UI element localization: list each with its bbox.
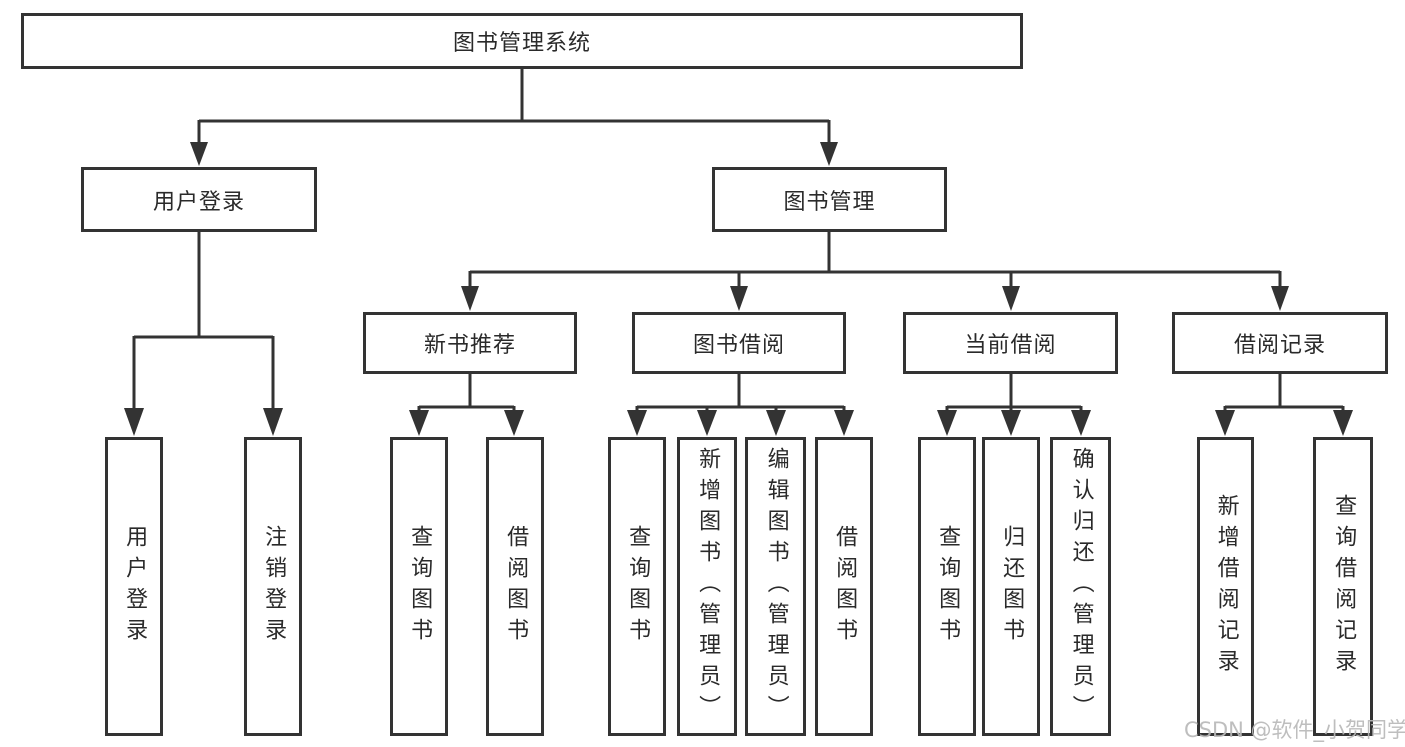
arrowhead: [730, 286, 748, 311]
arrowhead: [124, 408, 144, 436]
node-label: 借阅记录: [1233, 333, 1326, 358]
arrowhead: [1215, 410, 1235, 436]
node-label: 图书管理系统: [452, 31, 591, 56]
arrowhead: [190, 142, 208, 166]
node-label: 查询图书: [625, 524, 651, 649]
node-label: 用户登录: [152, 189, 245, 215]
node-new-book-recommendation: 新书推荐: [363, 312, 577, 374]
node-label: 查询图书: [935, 524, 961, 649]
node-label: 新增借阅记录: [1213, 493, 1239, 680]
arrowhead: [409, 410, 429, 436]
arrowhead: [1071, 410, 1091, 436]
node-label: 借阅图书: [832, 524, 858, 649]
node-library-management-system: 图书管理系统: [21, 13, 1023, 69]
arrowhead: [766, 410, 786, 436]
arrowhead: [937, 410, 957, 436]
arrowhead: [1333, 410, 1353, 436]
arrowhead: [1001, 410, 1021, 436]
node-label: 借阅图书: [503, 524, 529, 649]
arrowhead: [834, 410, 854, 436]
node-label: 确认归还（管理员）: [1068, 447, 1094, 726]
node-query-borrow-record: 查询借阅记录: [1313, 437, 1373, 736]
node-book-borrowing: 图书借阅: [632, 312, 846, 374]
node-borrow-books-1: 借阅图书: [486, 437, 544, 736]
arrowhead: [263, 408, 283, 436]
node-label: 查询图书: [407, 524, 433, 649]
node-user-login-leaf: 用户登录: [105, 437, 163, 736]
arrowhead: [697, 410, 717, 436]
node-label: 图书管理: [783, 189, 876, 215]
arrowhead: [504, 410, 524, 436]
node-borrowing-records: 借阅记录: [1172, 312, 1388, 374]
node-query-books-3: 查询图书: [918, 437, 976, 736]
node-add-borrow-record: 新增借阅记录: [1197, 437, 1254, 736]
node-query-books-2: 查询图书: [608, 437, 666, 736]
node-label: 编辑图书（管理员）: [763, 447, 789, 726]
node-label: 当前借阅: [964, 333, 1057, 358]
node-borrow-books-2: 借阅图书: [815, 437, 873, 736]
node-return-books: 归还图书: [982, 437, 1040, 736]
node-label: 查询借阅记录: [1331, 493, 1357, 680]
arrowhead: [1271, 286, 1289, 311]
node-confirm-return-admin: 确认归还（管理员）: [1050, 437, 1111, 736]
arrowhead: [627, 410, 647, 436]
node-edit-book-admin: 编辑图书（管理员）: [745, 437, 806, 736]
node-label: 归还图书: [999, 524, 1025, 649]
node-label: 用户登录: [122, 524, 148, 649]
node-label: 注销登录: [261, 524, 287, 649]
node-logout-leaf: 注销登录: [244, 437, 302, 736]
node-label: 新书推荐: [423, 333, 516, 358]
arrowhead: [820, 142, 838, 166]
node-query-books-1: 查询图书: [390, 437, 448, 736]
node-book-management: 图书管理: [712, 167, 947, 232]
node-current-borrowing: 当前借阅: [903, 312, 1118, 374]
node-label: 新增图书（管理员）: [695, 447, 721, 726]
arrowhead: [461, 286, 479, 311]
arrowhead: [1002, 286, 1020, 311]
watermark-text: CSDN @软件_小贺同学: [1184, 718, 1405, 742]
node-user-login: 用户登录: [81, 167, 317, 232]
node-add-book-admin: 新增图书（管理员）: [677, 437, 737, 736]
node-label: 图书借阅: [692, 333, 785, 358]
